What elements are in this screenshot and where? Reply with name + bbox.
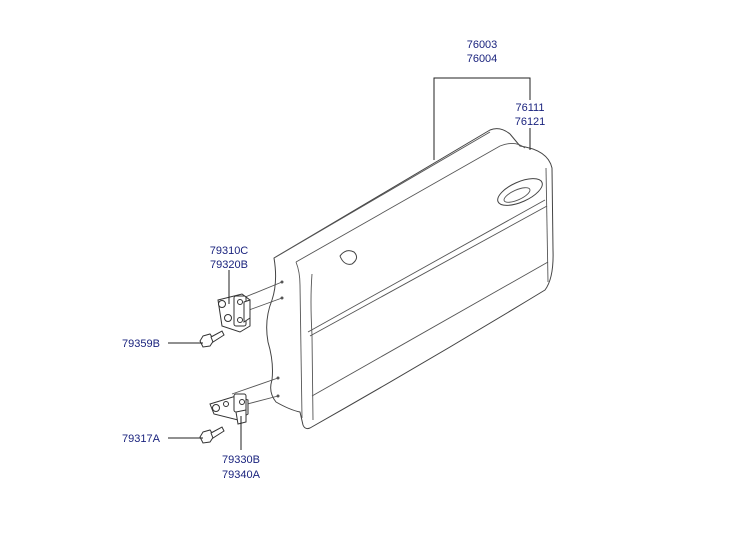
label-door-assembly-2: 76004	[467, 53, 498, 65]
leader-lines	[168, 77, 531, 450]
label-hinge-bolt-upper: 79359B	[122, 338, 160, 350]
upper-hinge	[217, 293, 251, 333]
label-lower-hinge-1: 79330B	[222, 454, 260, 466]
lower-hinge	[209, 393, 249, 425]
hinge-bolt-lower	[199, 426, 225, 444]
label-hinge-bolt-lower: 79317A	[122, 433, 161, 445]
label-lower-hinge-2: 79340A	[222, 469, 261, 481]
label-door-panel-1: 76111	[516, 102, 545, 114]
label-door-panel-2: 76121	[515, 116, 546, 128]
label-upper-hinge-1: 79310C	[210, 245, 249, 257]
label-upper-hinge-2: 79320B	[210, 259, 248, 271]
label-door-assembly-1: 76003	[467, 39, 498, 51]
door-panel	[266, 128, 554, 430]
hinge-bolt-upper	[199, 330, 225, 348]
